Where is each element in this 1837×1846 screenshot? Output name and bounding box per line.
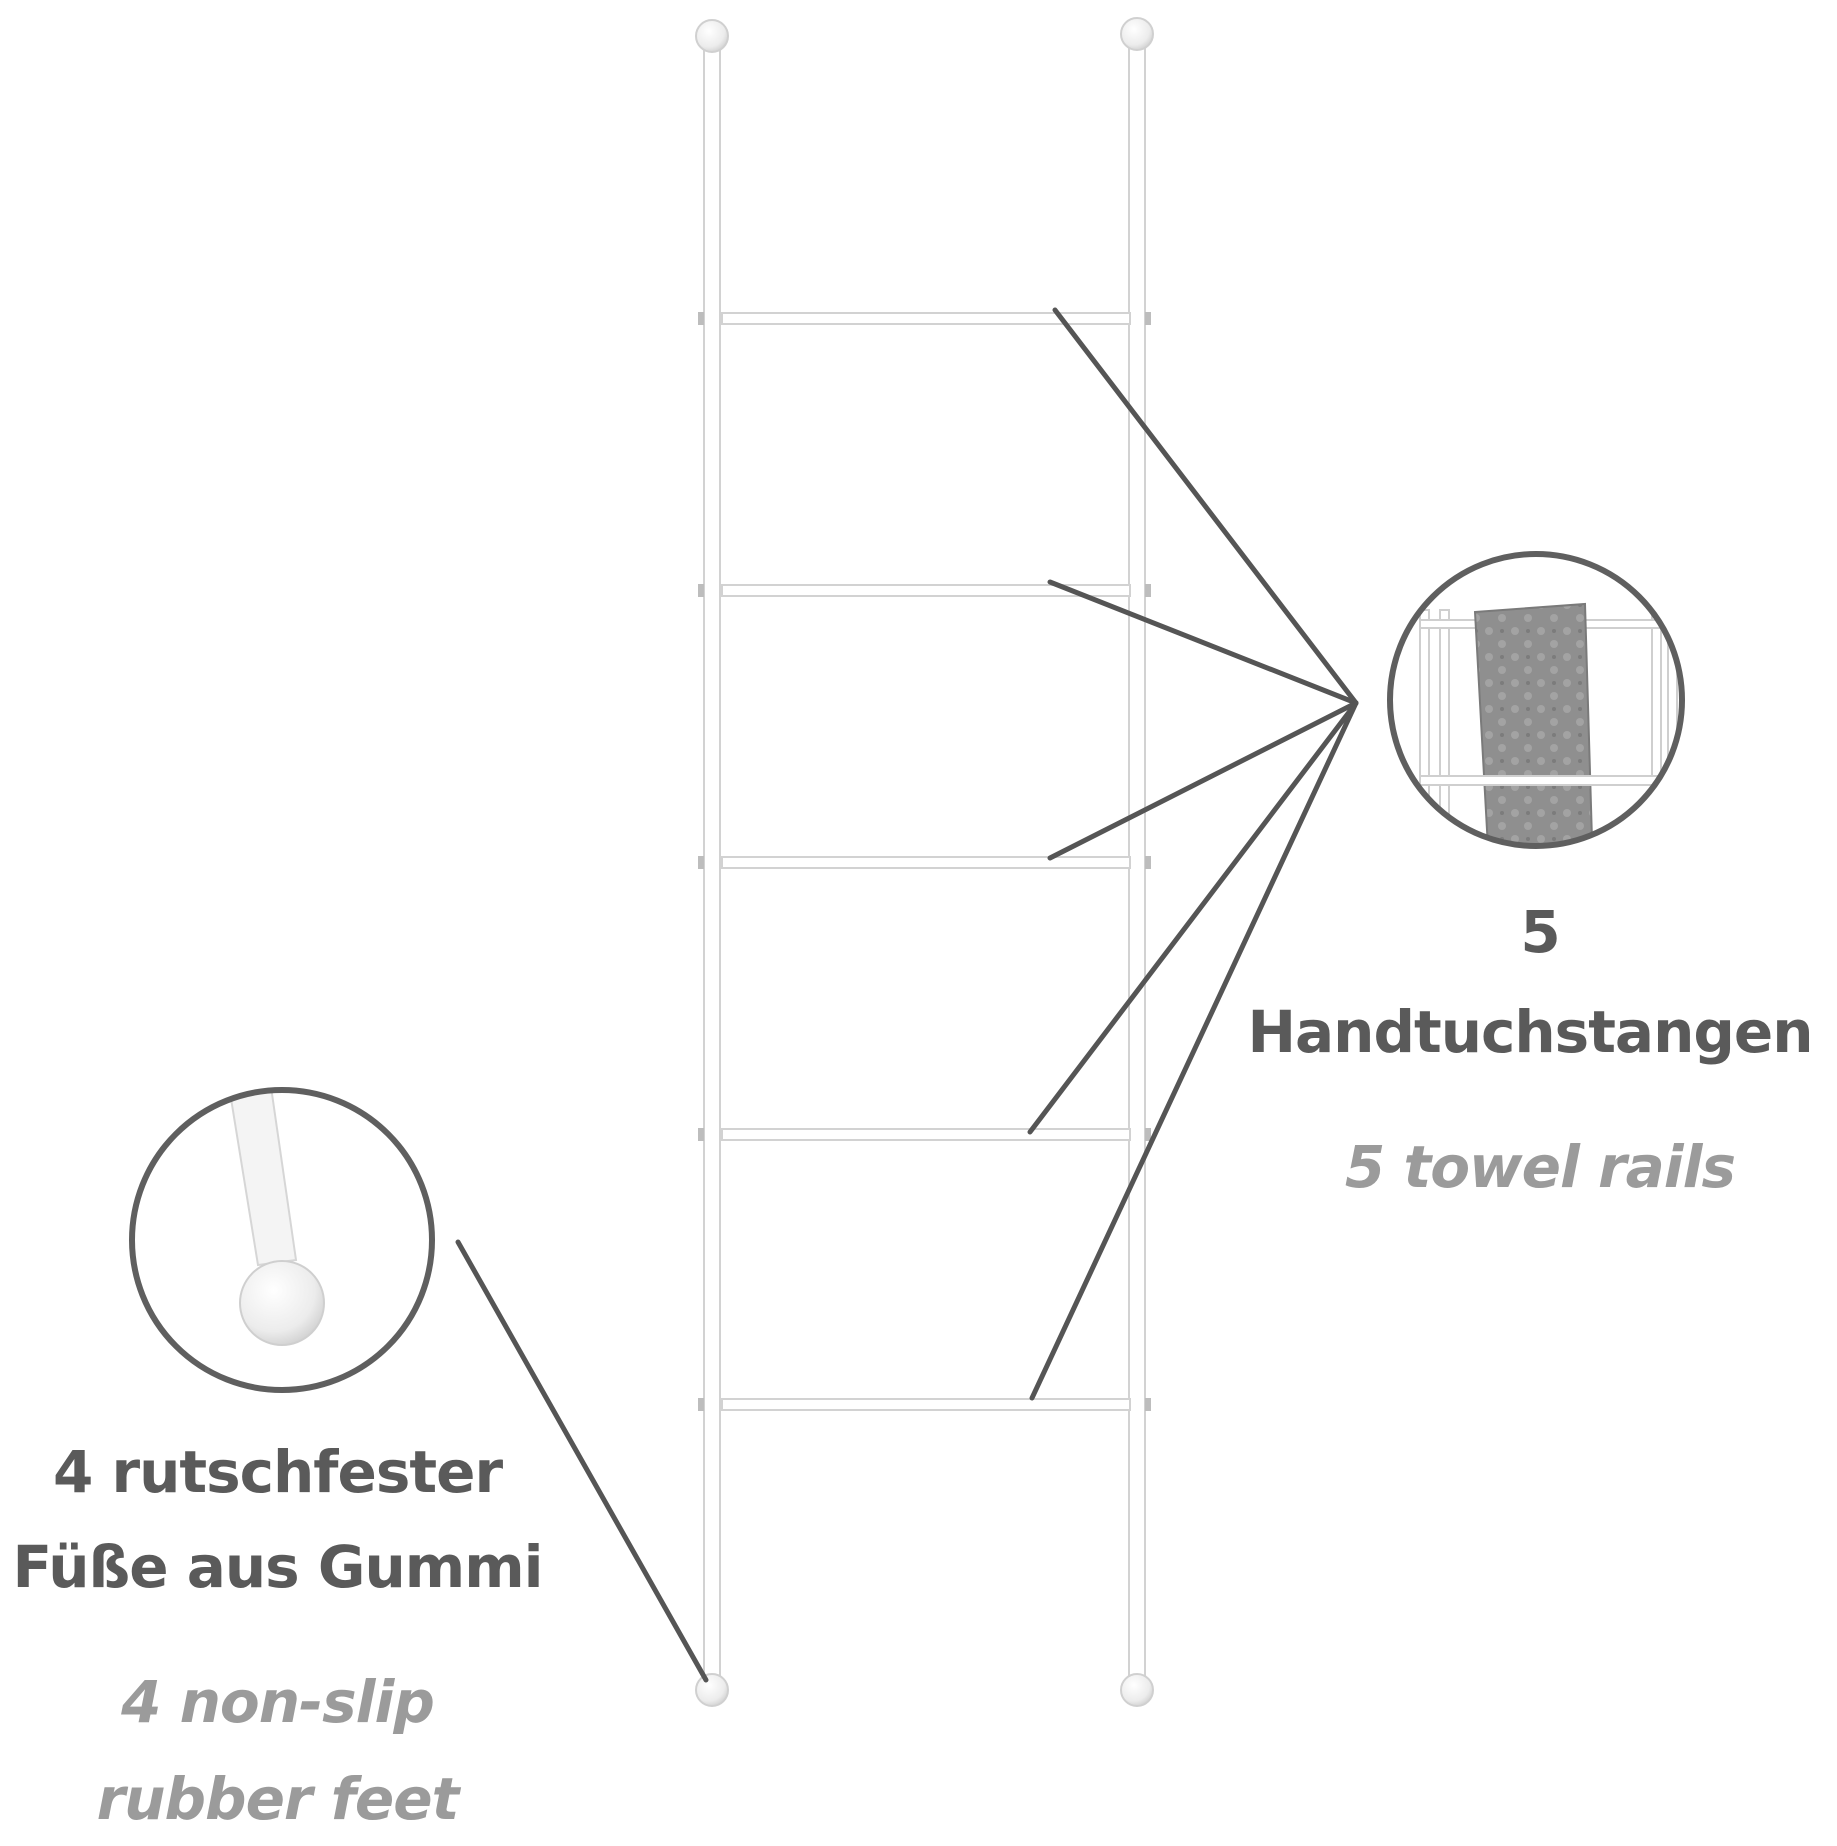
rung-5 xyxy=(721,1398,1131,1411)
rails-leader-lines xyxy=(1027,307,1359,1401)
feet-leader-line xyxy=(455,1239,709,1683)
feet-label-english-line2: rubber feet xyxy=(96,1765,460,1833)
rung-2 xyxy=(721,584,1131,597)
rails-label-german: Handtuchstangen xyxy=(1247,998,1814,1066)
rubber-foot-image xyxy=(239,1260,325,1346)
feet-detail-circle xyxy=(129,1087,435,1393)
feet-label-english-line1: 4 non-slip xyxy=(121,1668,435,1736)
feet-label-german-line1: 4 rutschfester xyxy=(52,1438,503,1506)
rung-3 xyxy=(721,856,1131,869)
towel-image xyxy=(1473,602,1594,846)
ladder-left-pole xyxy=(695,19,729,1707)
ladder-rungs xyxy=(721,312,1131,1411)
rung-connectors xyxy=(698,312,1151,1411)
rails-detail-circle xyxy=(1387,551,1685,849)
rails-count: 5 xyxy=(1520,898,1560,966)
rails-label-english: 5 towel rails xyxy=(1344,1133,1736,1201)
rung-1 xyxy=(721,312,1131,325)
rung-4 xyxy=(721,1128,1131,1141)
feet-label-german-line2: Füße aus Gummi xyxy=(12,1533,543,1601)
